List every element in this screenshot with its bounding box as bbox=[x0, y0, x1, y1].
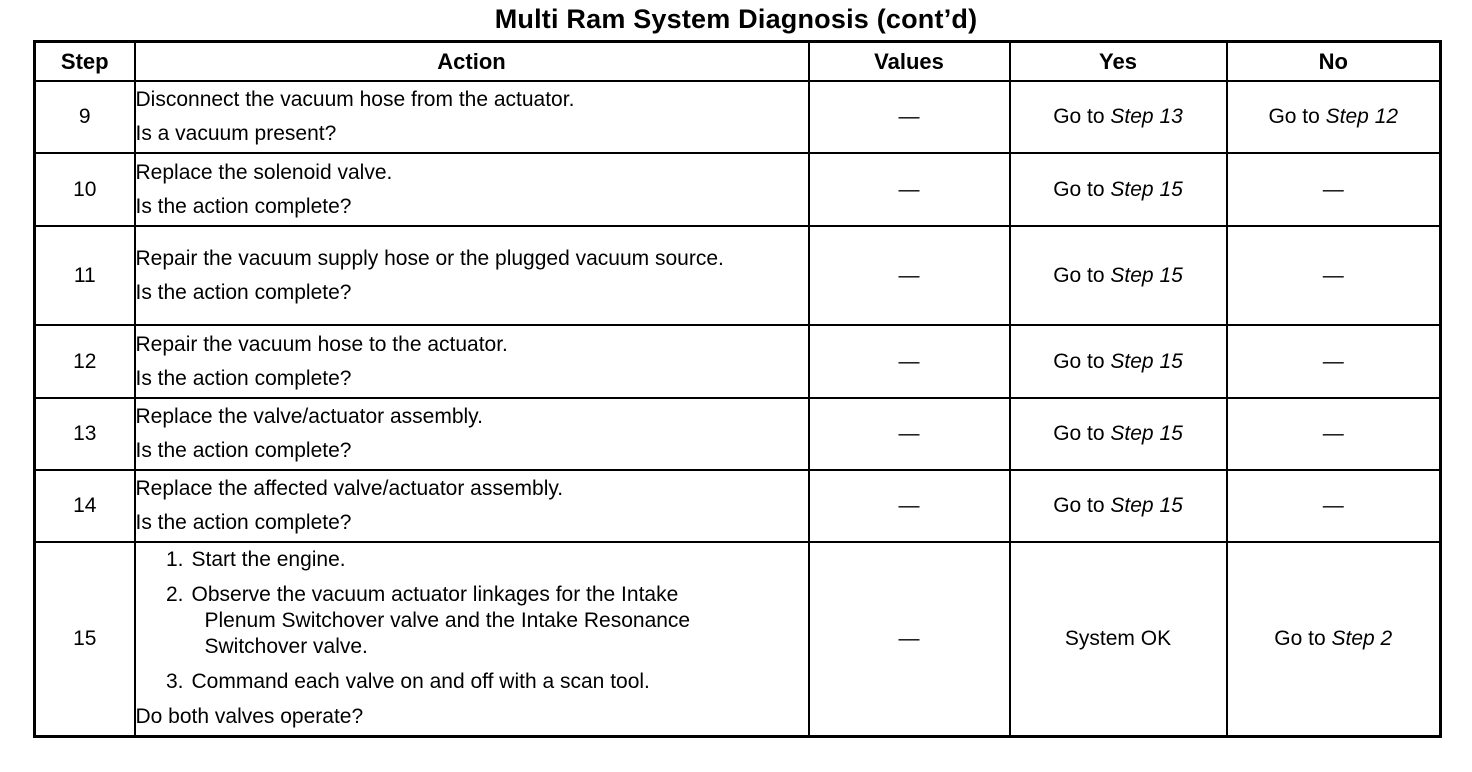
header-action: Action bbox=[133, 40, 810, 82]
values-cell: — bbox=[807, 469, 1011, 543]
goto-step-link: Step 15 bbox=[1110, 494, 1183, 517]
goto-step-link: Step 15 bbox=[1110, 349, 1183, 373]
table-row: 9 Disconnect the vacuum hose from the ac… bbox=[33, 80, 1442, 154]
action-question: Is a vacuum present? bbox=[135, 122, 337, 145]
yes-cell: Go to Step 15 bbox=[1008, 152, 1228, 227]
values-cell: — bbox=[807, 152, 1011, 227]
goto-step-link: Step 2 bbox=[1331, 626, 1393, 650]
values-cell: — bbox=[807, 80, 1011, 154]
step-number: 14 bbox=[33, 469, 136, 543]
action-text: Repair the vacuum supply hose or the plu… bbox=[135, 246, 724, 270]
values-cell: — bbox=[807, 225, 1011, 326]
substep-item: 2. Observe the vacuum actuator linkages f… bbox=[152, 582, 808, 660]
step-number: 13 bbox=[33, 397, 136, 471]
action-text: Repair the vacuum hose to the actuator. bbox=[135, 332, 508, 356]
diagnosis-table: Step Action Values Yes No 9 Disconnect t… bbox=[33, 40, 1442, 738]
goto-text: Go to bbox=[1053, 177, 1105, 201]
header-no: No bbox=[1225, 40, 1442, 82]
goto-text: Go to bbox=[1268, 105, 1320, 128]
yes-cell: Go to Step 15 bbox=[1008, 324, 1228, 399]
yes-cell: Go to Step 15 bbox=[1008, 397, 1228, 471]
goto-step-link: Step 12 bbox=[1325, 105, 1399, 128]
goto-step-link: Step 15 bbox=[1110, 177, 1183, 201]
yes-cell: Go to Step 13 bbox=[1008, 80, 1228, 154]
no-cell: Go to Step 12 bbox=[1225, 80, 1442, 154]
table-row: 11 Repair the vacuum supply hose or the … bbox=[33, 225, 1442, 326]
substep-text: Start the engine. bbox=[191, 548, 346, 572]
substep-text-continued: Switchover valve. bbox=[204, 635, 368, 659]
values-cell: — bbox=[807, 541, 1011, 737]
header-step: Step bbox=[33, 40, 136, 82]
header-yes: Yes bbox=[1008, 40, 1228, 82]
table-row: 15 1. Start the engine. 2. Observe the vac… bbox=[33, 541, 1442, 737]
goto-text: Go to bbox=[1053, 422, 1105, 445]
no-cell: — bbox=[1225, 469, 1442, 543]
action-question: Do both valves operate? bbox=[135, 705, 364, 729]
yes-cell: System OK bbox=[1008, 541, 1228, 737]
step-number: 12 bbox=[33, 324, 136, 399]
yes-cell: Go to Step 15 bbox=[1008, 225, 1228, 326]
substep-item: 1. Start the engine. bbox=[152, 547, 808, 573]
action-text: Disconnect the vacuum hose from the actu… bbox=[135, 88, 575, 111]
substep-text: Command each valve on and off with a sca… bbox=[191, 670, 650, 694]
action-cell: Replace the valve/actuator assembly. Is … bbox=[133, 397, 810, 471]
goto-step-link: Step 13 bbox=[1110, 105, 1183, 128]
goto-text: Go to bbox=[1053, 349, 1105, 373]
goto-text: Go to bbox=[1053, 494, 1105, 517]
values-cell: — bbox=[807, 397, 1011, 471]
table-row: 14 Replace the affected valve/actuator a… bbox=[33, 469, 1442, 543]
no-cell: — bbox=[1225, 225, 1442, 326]
step-number: 15 bbox=[33, 541, 136, 737]
action-question: Is the action complete? bbox=[135, 194, 352, 218]
no-cell: — bbox=[1225, 152, 1442, 227]
action-cell: Disconnect the vacuum hose from the actu… bbox=[133, 80, 810, 154]
action-cell: Repair the vacuum supply hose or the plu… bbox=[133, 225, 810, 326]
table-row: 13 Replace the valve/actuator assembly. … bbox=[33, 397, 1442, 471]
action-question: Is the action complete? bbox=[135, 280, 352, 304]
header-row: Step Action Values Yes No bbox=[33, 40, 1442, 82]
no-cell: — bbox=[1225, 397, 1442, 471]
substep-text: Observe the vacuum actuator linkages for… bbox=[191, 583, 679, 607]
substep-list: 1. Start the engine. 2. Observe the vacuum… bbox=[136, 547, 808, 695]
step-number: 10 bbox=[33, 152, 136, 227]
action-question: Is the action complete? bbox=[135, 439, 352, 462]
no-cell: — bbox=[1225, 324, 1442, 399]
table-row: 10 Replace the solenoid valve. Is the ac… bbox=[33, 152, 1442, 227]
step-number: 11 bbox=[33, 225, 136, 326]
goto-step-link: Step 15 bbox=[1110, 422, 1183, 445]
goto-text: Go to bbox=[1274, 626, 1326, 650]
page-title: Multi Ram System Diagnosis (cont’d) bbox=[494, 4, 978, 34]
no-cell: Go to Step 2 bbox=[1225, 541, 1442, 737]
substep-number: 1. bbox=[165, 548, 184, 572]
goto-text: Go to bbox=[1053, 263, 1105, 287]
header-values: Values bbox=[807, 40, 1011, 82]
action-question: Is the action complete? bbox=[135, 511, 352, 534]
action-text: Replace the affected valve/actuator asse… bbox=[135, 477, 564, 500]
step-number: 9 bbox=[33, 80, 136, 154]
action-text: Replace the valve/actuator assembly. bbox=[135, 405, 483, 428]
action-question: Is the action complete? bbox=[135, 366, 352, 390]
substep-item: 3. Command each valve on and off with a s… bbox=[152, 669, 808, 695]
action-cell: Repair the vacuum hose to the actuator. … bbox=[133, 324, 810, 399]
action-cell: Replace the affected valve/actuator asse… bbox=[133, 469, 810, 543]
values-cell: — bbox=[807, 324, 1011, 399]
substep-number: 3. bbox=[165, 670, 184, 694]
goto-step-link: Step 15 bbox=[1110, 263, 1183, 287]
substep-number: 2. bbox=[165, 583, 184, 607]
yes-cell: Go to Step 15 bbox=[1008, 469, 1228, 543]
substep-text-continued: Plenum Switchover valve and the Intake R… bbox=[204, 609, 691, 633]
action-text: Replace the solenoid valve. bbox=[135, 160, 393, 184]
action-cell: 1. Start the engine. 2. Observe the vacuum… bbox=[133, 541, 810, 737]
action-cell: Replace the solenoid valve. Is the actio… bbox=[133, 152, 810, 227]
table-row: 12 Repair the vacuum hose to the actuato… bbox=[33, 324, 1442, 399]
goto-text: Go to bbox=[1053, 105, 1105, 128]
